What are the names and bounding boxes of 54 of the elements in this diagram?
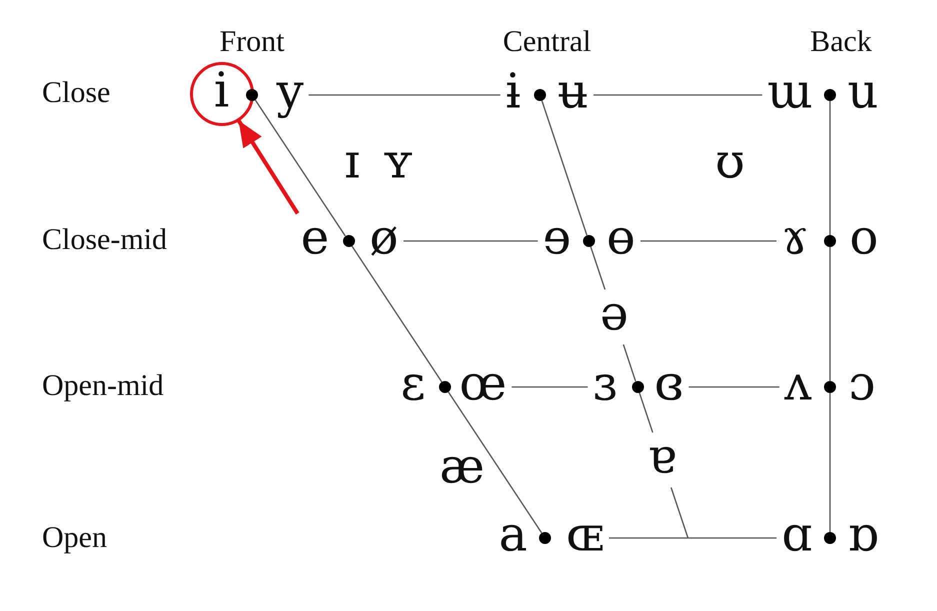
vowel-symbol: ɯ [762, 68, 818, 122]
vowel-symbol: ʊ [714, 138, 746, 192]
column-heading: Front [220, 27, 284, 57]
row-label: Close-mid [42, 225, 167, 255]
vowel-symbol: ʌ [779, 360, 817, 414]
connector-line [609, 537, 777, 539]
row-label: Close [42, 78, 110, 108]
vowel-symbol: ɞ [649, 360, 689, 414]
vowel-symbol: ɛ [396, 360, 430, 414]
arrow [236, 119, 300, 215]
vowel-symbol: ɜ [588, 360, 622, 414]
connector-line [448, 392, 542, 534]
connector-line [351, 246, 442, 382]
connector-line [829, 101, 831, 235]
vowel-symbol: o [844, 214, 884, 268]
connector-line [512, 386, 588, 388]
connector-line [829, 393, 831, 532]
vowel-symbol: ɘ [538, 214, 576, 268]
vowel-symbol: ɒ [842, 510, 884, 566]
vowel-symbol: ʉ [552, 68, 594, 122]
vowel-symbol: ə [594, 290, 634, 344]
connector-line [670, 487, 689, 538]
vowel-symbol: ɵ [602, 214, 640, 268]
connector-line [622, 344, 636, 382]
vowel-symbol: e [296, 214, 334, 268]
connector-line [638, 392, 654, 433]
connector-line [594, 94, 762, 96]
row-label: Open-mid [42, 371, 164, 401]
vowel-symbol: ɶ [561, 510, 609, 566]
connector-line [308, 94, 500, 96]
vowel-symbol: a [494, 510, 532, 566]
connector-line [688, 386, 780, 388]
vowel-symbol: i [208, 66, 234, 121]
row-label: Open [42, 523, 107, 553]
connector-line [254, 100, 346, 236]
connector-line [590, 246, 606, 290]
connector-line [640, 240, 776, 242]
vowel-symbol: æ [438, 442, 486, 496]
vowel-symbol: ɔ [844, 360, 880, 414]
connector-line [829, 247, 831, 381]
connector-line [404, 240, 538, 242]
vowel-symbol: ʏ [381, 138, 415, 192]
column-heading: Central [502, 27, 592, 57]
vowel-symbol: ɪ [343, 138, 361, 192]
vowel-symbol: œ [454, 360, 512, 414]
vowel-symbol: u [842, 68, 884, 122]
vowel-symbol: ɨ [500, 68, 526, 122]
vowel-symbol: ɐ [642, 432, 682, 488]
vowel-symbol: y [271, 68, 309, 122]
vowel-symbol: ɤ [776, 214, 814, 268]
vowel-symbol: ɑ [776, 510, 818, 566]
vowel-symbol: ø [364, 214, 404, 268]
connector-line [541, 100, 588, 236]
column-heading: Back [810, 27, 872, 57]
